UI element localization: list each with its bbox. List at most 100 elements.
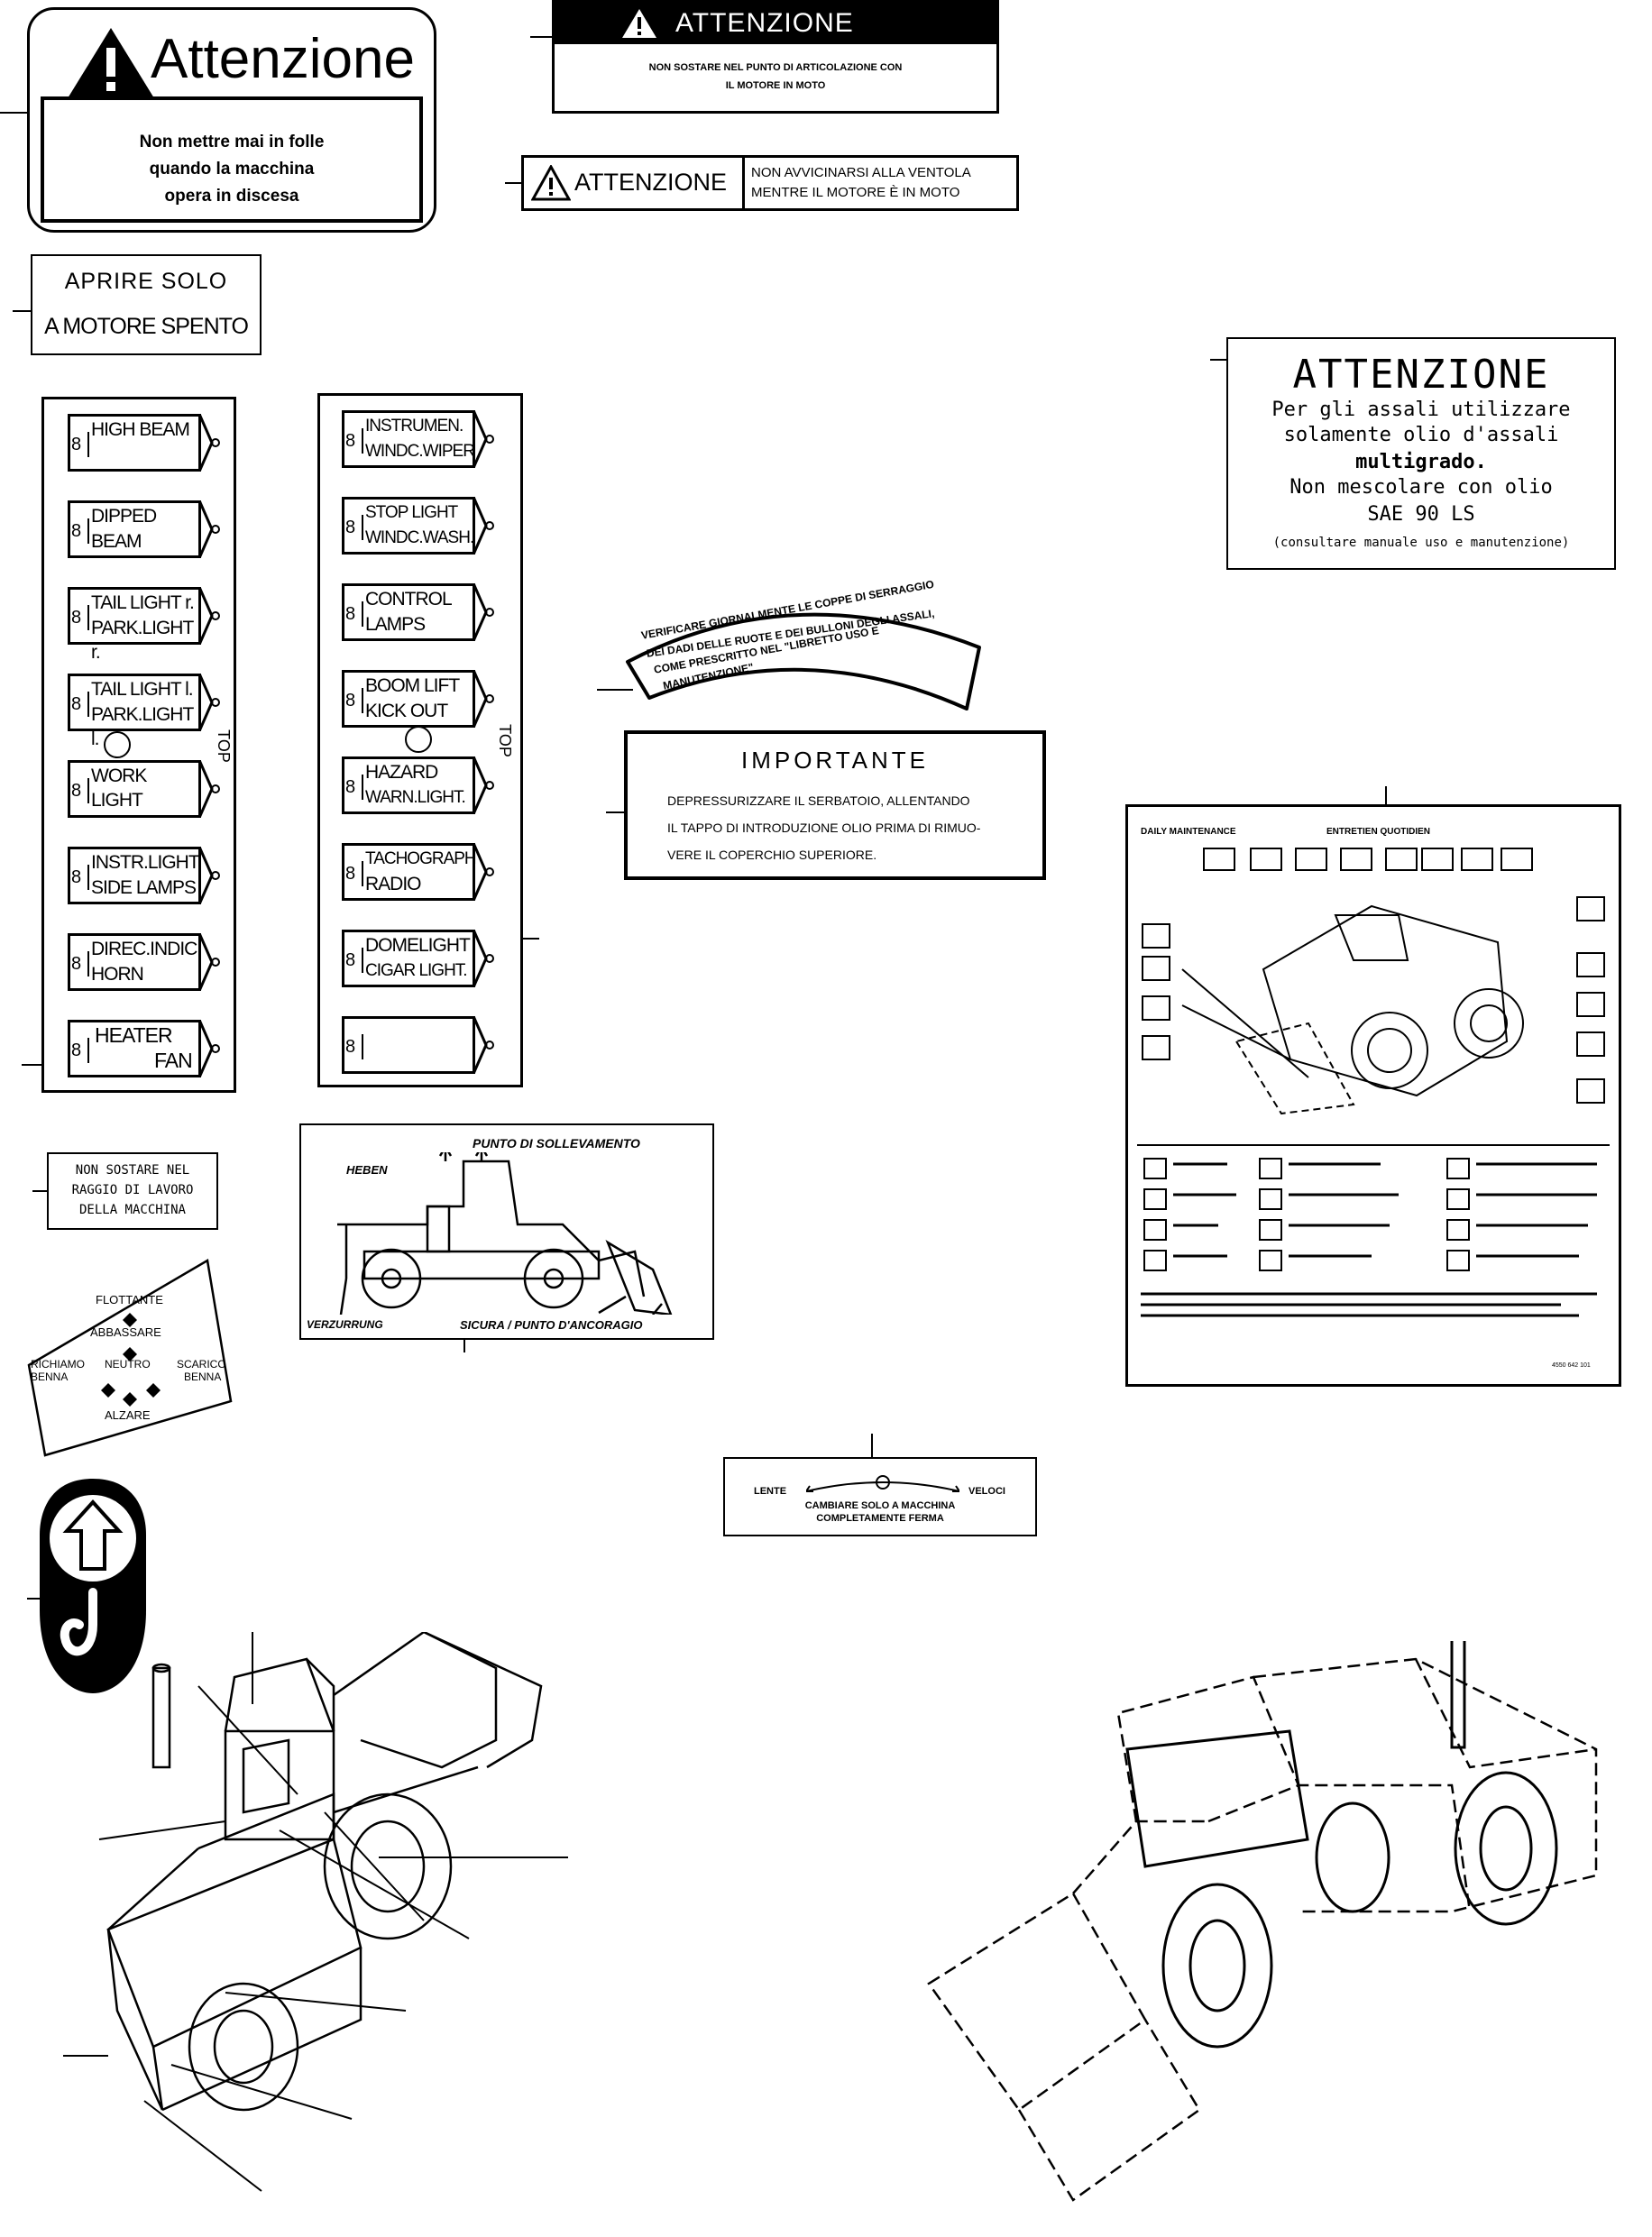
sign-title: Attenzione (151, 28, 415, 90)
maintenance-diagram (1137, 848, 1610, 1317)
warning-triangle-icon (68, 28, 154, 98)
fuse-item: 8 CONTROL LAMPS (342, 583, 495, 641)
fuse-item: 8 DIPPED BEAM (68, 500, 221, 558)
sign-label-left: LENTE (754, 1486, 787, 1497)
joystick-label: NEUTRO (105, 1358, 151, 1371)
joystick-label: FLOTTANTE (96, 1293, 163, 1306)
sign-non-sostare: NON SOSTARE NEL RAGGIO DI LAVORO DELLA M… (47, 1152, 218, 1230)
sign-line: MENTRE IL MOTORE È IN MOTO (751, 185, 960, 200)
sign-line: DELLA MACCHINA (78, 1203, 186, 1217)
sign-inner-box (41, 96, 423, 223)
fuse-item: 8 HEATER FAN (68, 1020, 221, 1077)
sign-line: Non mettre mai in folle (139, 133, 325, 151)
sign-line: IL MOTORE IN MOTO (725, 80, 826, 91)
sign-sollevamento: PUNTO DI SOLLEVAMENTO HEBEN VERZURRUNG S… (299, 1123, 714, 1340)
sign-header-left: DAILY MAINTENANCE (1141, 827, 1236, 837)
fuse-hole-icon (104, 731, 131, 758)
sign-aprire: APRIRE SOLO A MOTORE SPENTO (31, 254, 262, 355)
fuse-label-line1: INSTRUMEN. (365, 417, 463, 435)
sign-line: solamente olio d'assali (1283, 424, 1559, 446)
sign-label-top: PUNTO DI SOLLEVAMENTO (473, 1136, 640, 1151)
joystick-label: BENNA (184, 1371, 222, 1383)
fuse-label-line2: WINDC.WIPER (365, 442, 475, 461)
fuse-label-line1: DOMELIGHT (365, 935, 471, 956)
sign-line: (consultare manuale uso e manutenzione) (1272, 536, 1570, 550)
fuse-label-line1: BOOM LIFT (365, 675, 460, 696)
fuse-item: 8 INSTR.LIGHT SIDE LAMPS (68, 847, 221, 904)
sign-line: SAE 90 LS (1367, 503, 1475, 526)
sign-line: NON SOSTARE NEL PUNTO DI ARTICOLAZIONE C… (648, 62, 903, 73)
fuse-strip-left: 8 HIGH BEAM 8 DIPPED BEAM 8 TAIL LIGHT r… (41, 397, 236, 1093)
sign-line: NON SOSTARE NEL (75, 1163, 190, 1178)
sign-ventola: ATTENZIONE NON AVVICINARSI ALLA VENTOLA … (521, 155, 1019, 211)
sign-line: IL TAPPO DI INTRODUZIONE OLIO PRIMA DI R… (667, 821, 981, 835)
top-label: TOP (214, 729, 233, 763)
fuse-label-line1: DIPPED (91, 506, 157, 527)
sign-verificare: VERIFICARE GIORNALMENTE LE COPPE DI SERR… (613, 578, 992, 714)
sign-line: multigrado. (1355, 451, 1487, 473)
sign-lente: LENTE VELOCI CAMBIARE SOLO A MACCHINA CO… (723, 1457, 1037, 1536)
sign-joystick: FLOTTANTE ABBASSARE RICHIAMO BENNA NEUTR… (18, 1257, 243, 1457)
sign-line: A MOTORE SPENTO (44, 314, 249, 339)
sign-title: ATTENZIONE (675, 8, 854, 38)
fuse-item: 8 TAIL LIGHT l. PARK.LIGHT l. (68, 674, 221, 749)
fuse-label-line1: TAIL LIGHT r. (91, 592, 195, 613)
sign-line: APRIRE SOLO (64, 269, 228, 294)
fuse-item-blank: 8 (342, 1016, 495, 1074)
fuse-item: 8 DIREC.INDIC. HORN (68, 933, 221, 991)
fuse-item: 8 DOMELIGHT CIGAR LIGHT. (342, 930, 495, 987)
joystick-plate-outline (27, 1259, 233, 1457)
lift-hook-icon (40, 1479, 146, 1693)
sign-attenzione-folle: Attenzione Non mettre mai in folle quand… (27, 7, 436, 233)
sign-line: Non mescolare con olio (1289, 476, 1553, 499)
fuse-item: 8 WORK LIGHT (68, 760, 221, 818)
fuse-hole-icon (405, 726, 432, 753)
sign-line: COMPLETAMENTE FERMA (816, 1513, 944, 1524)
top-label: TOP (495, 724, 514, 757)
fuse-item: 8 HIGH BEAM (68, 414, 221, 472)
joystick-label: RICHIAMO (31, 1358, 85, 1371)
fuse-label-line1: HIGH BEAM (91, 419, 190, 440)
fuse-label-line2: LAMPS (365, 614, 426, 635)
sign-line: VERE IL COPERCHIO SUPERIORE. (667, 848, 877, 862)
sign-title: ATTENZIONE (1292, 352, 1550, 398)
fuse-item: 8 BOOM LIFT KICK OUT (342, 670, 495, 728)
joystick-label: SCARICO (177, 1358, 226, 1371)
fuse-label-line2: HORN (91, 964, 144, 985)
joystick-label: ABBASSARE (90, 1325, 161, 1339)
fuse-label-line1: WORK LIGHT (91, 766, 147, 811)
fuse-item: 8 STOP LIGHT WINDC.WASH. (342, 497, 495, 555)
fuse-item: 8 TACHOGRAPH RADIO (342, 843, 495, 901)
joystick-label: BENNA (31, 1371, 69, 1383)
fuse-label-line2: FAN (154, 1049, 193, 1072)
fuse-label-line2: PARK.LIGHT l. (91, 704, 194, 749)
fuse-label-line1: HAZARD (365, 762, 438, 783)
fuse-label-line1: DIREC.INDIC. (91, 939, 202, 959)
fuse-label-line2: SIDE LAMPS (91, 877, 197, 898)
sign-title: IMPORTANTE (740, 747, 930, 774)
fuse-label-line1: HEATER (95, 1023, 173, 1047)
sign-line: CAMBIARE SOLO A MACCHINA (804, 1500, 956, 1511)
gear-speed-icon (806, 1475, 959, 1492)
sign-assali: ATTENZIONE Per gli assali utilizzare sol… (1226, 337, 1616, 570)
fuse-label-line2: KICK OUT (365, 701, 448, 721)
loader-diagram-right (927, 1641, 1598, 2202)
sign-line: opera in discesa (164, 187, 299, 206)
fuse-label-line2: RADIO (365, 874, 422, 894)
warning-triangle-icon (531, 165, 571, 201)
fuse-label-line2: WINDC.WASH. (365, 528, 474, 547)
joystick-label: ALZARE (105, 1408, 151, 1422)
sign-label-sicura: SICURA / PUNTO D'ANCORAGIO (460, 1318, 643, 1332)
arc-sign-outline (626, 612, 981, 711)
sign-daily-maintenance: DAILY MAINTENANCE ENTRETIEN QUOTIDIEN (1125, 804, 1621, 1387)
sign-importante: IMPORTANTE DEPRESSURIZZARE IL SERBATOIO,… (624, 730, 1046, 880)
sign-label-verzurrung: VERZURRUNG (307, 1318, 383, 1331)
sign-line: DEPRESSURIZZARE IL SERBATOIO, ALLENTANDO (667, 793, 970, 808)
sign-line: quando la macchina (149, 160, 315, 179)
fuse-label-line1: TACHOGRAPH (365, 849, 477, 868)
warning-triangle-icon (622, 9, 656, 38)
fuse-label-line1: STOP LIGHT (365, 503, 458, 522)
fuse-label-line2: WARN.LIGHT. (365, 788, 466, 807)
fuse-item: 8 TAIL LIGHT r. PARK.LIGHT r. (68, 587, 221, 663)
fuse-strip-right: 8 INSTRUMEN. WINDC.WIPER 8 STOP LIGHT WI… (317, 393, 523, 1087)
